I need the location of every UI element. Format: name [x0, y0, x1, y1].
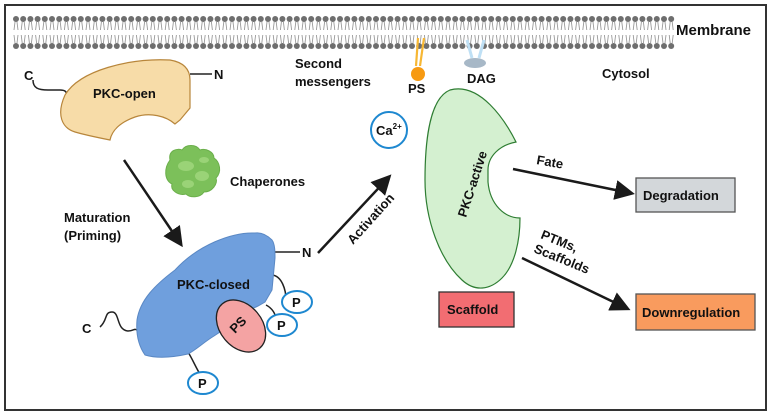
- pkc-open-protein: [32, 59, 212, 141]
- pkc-closed-n-terminus: N: [302, 245, 311, 260]
- membrane-label: Membrane: [676, 22, 751, 39]
- lipid-bilayer-membrane: [13, 16, 675, 49]
- pkc-closed-c-terminus: C: [82, 321, 92, 336]
- degradation-label: Degradation: [643, 188, 719, 203]
- pkc-open-n-terminus: N: [214, 67, 223, 82]
- calcium-ion-icon: Ca2+: [370, 111, 408, 149]
- degradation-box: Degradation: [635, 177, 736, 213]
- downregulation-label: Downregulation: [642, 305, 740, 320]
- ps-lipid-icon: [411, 37, 426, 81]
- phosphate-group-1: P: [281, 290, 313, 314]
- scaffold-label: Scaffold: [447, 302, 498, 317]
- pkc-closed-label: PKC-closed: [177, 277, 250, 292]
- calcium-label: Ca: [376, 123, 393, 138]
- scaffold-box: Scaffold: [438, 291, 515, 328]
- downregulation-box: Downregulation: [635, 293, 756, 331]
- phosphate-group-3: P: [187, 371, 219, 395]
- cytosol-label: Cytosol: [602, 66, 650, 81]
- phosphate-group-2: P: [266, 313, 298, 337]
- pkc-open-label: PKC-open: [93, 86, 156, 101]
- svg-text:Ca2+: Ca2+: [376, 122, 402, 138]
- maturation-label-line1: Maturation: [64, 210, 131, 225]
- maturation-arrow: [122, 159, 183, 248]
- second-messengers-label-line2: messengers: [295, 74, 371, 89]
- activation-arrow: [317, 174, 392, 254]
- fate-arrow: [512, 167, 635, 200]
- dag-icon: [464, 39, 486, 68]
- svg-text:P: P: [292, 295, 301, 310]
- pkc-open-c-terminus: C: [24, 68, 34, 83]
- pkc-active-protein: [424, 88, 521, 289]
- maturation-label-line2: (Priming): [64, 228, 121, 243]
- calcium-charge: 2+: [393, 122, 402, 131]
- chaperones-icon: [165, 145, 221, 198]
- svg-text:P: P: [277, 318, 286, 333]
- ps-lipid-label: PS: [408, 81, 426, 96]
- chaperones-label: Chaperones: [230, 174, 305, 189]
- pkc-closed-protein: [99, 232, 300, 375]
- second-messengers-label-line1: Second: [295, 56, 342, 71]
- ptms-scaffolds-arrow: [521, 256, 631, 311]
- svg-text:P: P: [198, 376, 207, 391]
- fate-label: Fate: [535, 152, 564, 171]
- dag-label: DAG: [467, 71, 496, 86]
